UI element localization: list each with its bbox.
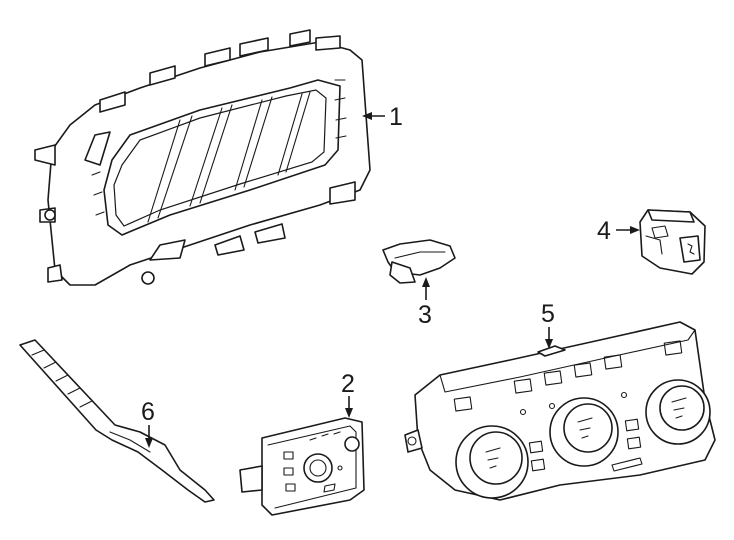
- callout-5-label: 5: [541, 300, 555, 328]
- callout-4-arrowhead: [630, 226, 640, 234]
- callout-6-arrowhead: [145, 438, 153, 448]
- trim-bracket: [19, 339, 215, 503]
- callout-6-label: 6: [141, 398, 155, 426]
- callout-3-arrowhead: [422, 277, 430, 287]
- callout-2-label: 2: [341, 370, 355, 398]
- instrument-cluster: [34, 29, 371, 286]
- climate-control-panel: [404, 321, 716, 501]
- switch-module: [639, 209, 706, 275]
- callout-3-label: 3: [418, 301, 432, 329]
- callout-2-arrowhead: [345, 408, 353, 418]
- callout-1-arrowhead: [362, 112, 372, 120]
- callout-1-label: 1: [389, 103, 403, 131]
- small-cover: [382, 239, 456, 284]
- callout-4-label: 4: [597, 217, 611, 245]
- headlamp-switch: [239, 417, 365, 516]
- callout-5-arrowhead: [545, 339, 553, 349]
